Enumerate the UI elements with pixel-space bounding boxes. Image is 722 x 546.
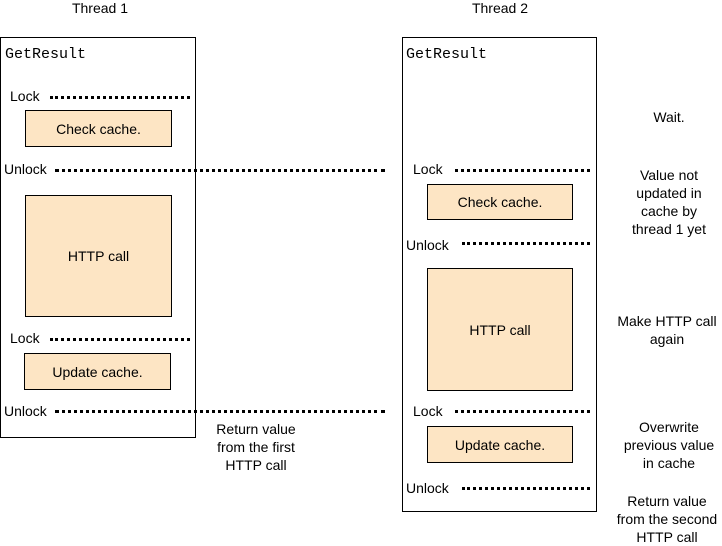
note-value-not-updated-line: thread 1 yet: [632, 221, 706, 237]
note-overwrite-line: previous value: [623, 437, 715, 453]
thread-2-unlock-2-line: [462, 487, 590, 490]
thread-1-update-cache-box: Update cache.: [24, 353, 171, 390]
note-return-first-line: HTTP call: [225, 457, 287, 473]
thread-1-lock-line: [50, 96, 190, 99]
note-overwrite: Overwrite previous value in cache: [616, 418, 722, 472]
note-value-not-updated-line: updated in: [636, 185, 702, 201]
note-return-second-line: HTTP call: [636, 529, 698, 545]
thread-2-lock-2-line: [455, 410, 590, 413]
thread-1-lock-2-label: Lock: [10, 330, 40, 346]
note-return-first-line: Return value: [216, 421, 296, 437]
thread-2-http-call-box: HTTP call: [427, 268, 573, 391]
thread-1-method-name: GetResult: [5, 46, 87, 63]
thread-1-check-cache-box: Check cache.: [25, 110, 172, 147]
thread-2-unlock-2-label: Unlock: [406, 480, 449, 496]
thread-1-lock-label: Lock: [10, 88, 40, 104]
note-value-not-updated-line: Value not: [639, 167, 699, 183]
thread-2-check-cache-box: Check cache.: [427, 184, 573, 220]
thread-1-unlock-2-line: [55, 410, 385, 413]
thread-2-method-name: GetResult: [406, 46, 488, 63]
note-make-http-again: Make HTTP call again: [612, 312, 722, 348]
thread-2-title: Thread 2: [471, 0, 529, 16]
thread-2-unlock-line: [462, 242, 590, 245]
note-make-http-again-line: again: [649, 331, 685, 347]
thread-2-unlock-label: Unlock: [406, 237, 449, 253]
thread-1-unlock-2-label: Unlock: [4, 403, 47, 419]
note-overwrite-line: Overwrite: [639, 419, 699, 435]
note-make-http-again-line: Make HTTP call: [617, 313, 717, 329]
thread-2-lock-line: [455, 169, 590, 172]
thread-2-lock-label: Lock: [413, 161, 443, 177]
note-return-first: Return value from the first HTTP call: [200, 420, 312, 474]
thread-1-unlock-line: [55, 169, 385, 172]
note-return-second: Return value from the second HTTP call: [612, 492, 722, 546]
thread-2-lock-2-label: Lock: [413, 403, 443, 419]
note-return-first-line: from the first: [217, 439, 295, 455]
note-return-second-line: Return value: [627, 493, 707, 509]
note-wait: Wait.: [653, 109, 685, 125]
note-value-not-updated-line: cache by: [640, 203, 698, 219]
note-return-second-line: from the second: [616, 511, 718, 527]
thread-1-title: Thread 1: [71, 0, 129, 16]
note-overwrite-line: in cache: [642, 455, 696, 471]
thread-1-unlock-label: Unlock: [4, 161, 47, 177]
thread-1-lock-2-line: [50, 338, 190, 341]
note-value-not-updated: Value not updated in cache by thread 1 y…: [616, 166, 722, 238]
thread-2-update-cache-box: Update cache.: [427, 426, 573, 463]
thread-1-http-call-box: HTTP call: [25, 195, 172, 317]
